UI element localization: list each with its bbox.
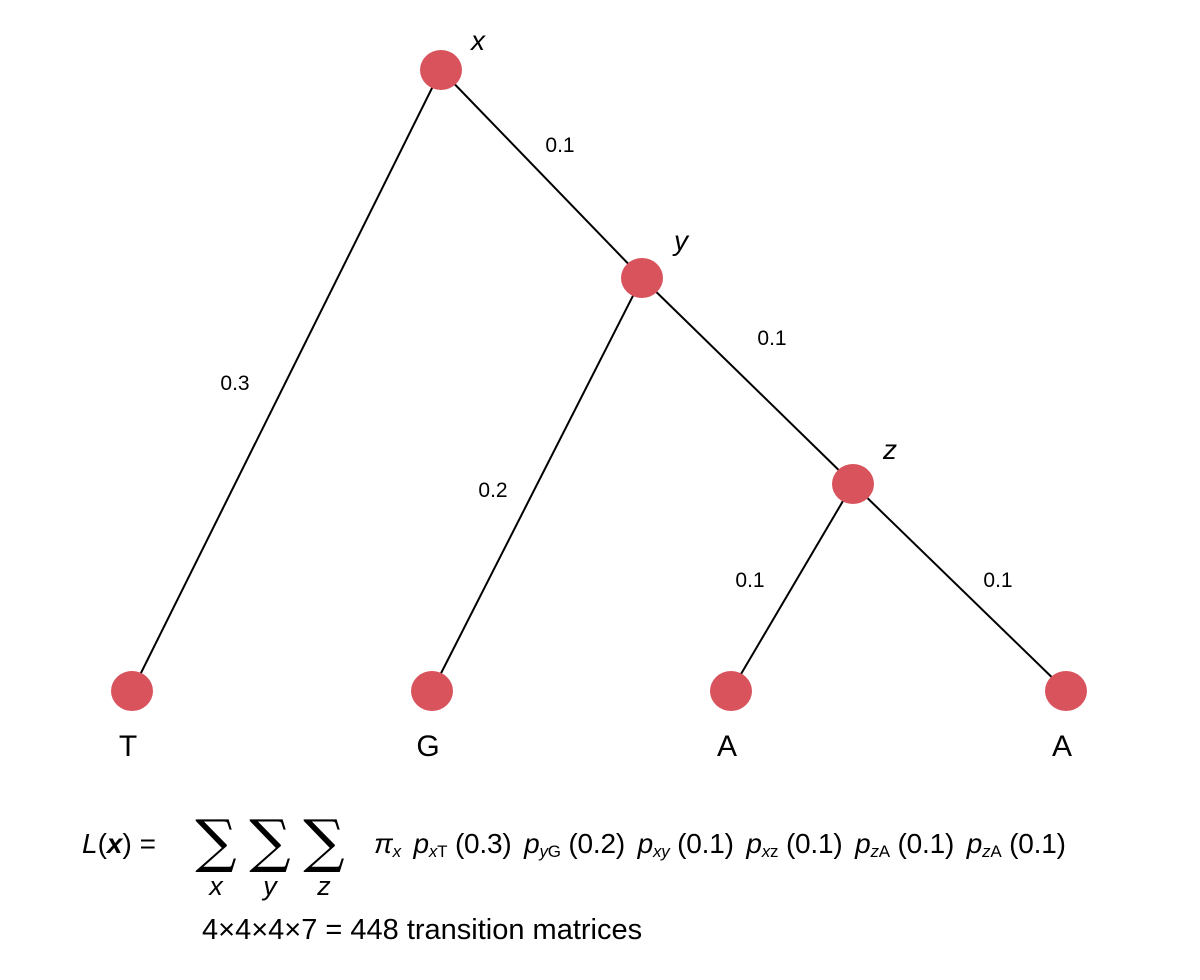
- likelihood-formula: L(x) = ∑ x ∑ y ∑ z πx pxT (0.3) pyG (0.2…: [82, 812, 1182, 902]
- tip-node-t1: [111, 671, 153, 711]
- tip-node-t2: [411, 671, 453, 711]
- tip-label: T: [119, 730, 137, 763]
- branch-length-label: 0.1: [983, 569, 1012, 592]
- branch-length-label: 0.1: [545, 134, 574, 157]
- transition-term: pzA (0.1): [966, 828, 1066, 861]
- sum-variable: y: [263, 871, 277, 901]
- sum-symbol: ∑: [195, 807, 237, 875]
- tip-label: A: [1052, 730, 1072, 763]
- transition-matrix-count: 4×4×4×7 = 448 transition matrices: [202, 914, 643, 946]
- branch-length-label: 0.3: [220, 372, 249, 395]
- branch-length-label: 0.2: [478, 479, 507, 502]
- lhs-function: L: [82, 828, 98, 859]
- internal-node-x: [420, 50, 462, 90]
- tip-label: A: [717, 730, 737, 763]
- branch-y-z: [641, 277, 854, 485]
- formula-lhs: L(x) =: [82, 828, 156, 859]
- tip-node-t4: [1045, 671, 1087, 711]
- branch-length-label: 0.1: [757, 327, 786, 350]
- tip-label: G: [416, 730, 439, 763]
- lhs-argument: x: [106, 828, 123, 859]
- equals-sign: =: [139, 828, 156, 859]
- transition-term: pzA (0.1): [855, 828, 955, 861]
- sum-over-z: ∑ z: [294, 812, 354, 900]
- internal-node-label: z: [882, 434, 897, 465]
- internal-node-label: y: [672, 225, 690, 256]
- branch-x-y: [440, 69, 643, 279]
- sum-variable: z: [317, 871, 331, 901]
- tip-node-t3: [710, 671, 752, 711]
- formula-terms: πx pxT (0.3) pyG (0.2) pxy (0.1) pxz (0.…: [374, 828, 1071, 862]
- internal-node-label: x: [469, 25, 486, 56]
- transition-term: pxy (0.1): [637, 828, 734, 861]
- sum-variable: x: [209, 871, 223, 901]
- branch-z-t4: [852, 483, 1067, 692]
- sum-over-x: ∑ x: [186, 812, 246, 900]
- branch-x-t1: [131, 69, 442, 692]
- sum-over-y: ∑ y: [240, 812, 300, 900]
- transition-term: pxT (0.3): [413, 828, 512, 861]
- internal-node-z: [832, 464, 874, 504]
- sum-symbol: ∑: [249, 807, 291, 875]
- branch-z-t3: [730, 483, 854, 692]
- internal-node-y: [621, 258, 663, 298]
- transition-term: pxz (0.1): [746, 828, 843, 861]
- sum-symbol: ∑: [303, 807, 345, 875]
- phylogenetic-tree: 0.3 0.1 0.2 0.1 0.1 0.1 x y zT G A A: [111, 25, 1087, 763]
- prior-term: πx: [374, 828, 401, 861]
- transition-term: pyG (0.2): [524, 828, 625, 861]
- branch-length-label: 0.1: [735, 569, 764, 592]
- branch-y-t2: [431, 277, 643, 692]
